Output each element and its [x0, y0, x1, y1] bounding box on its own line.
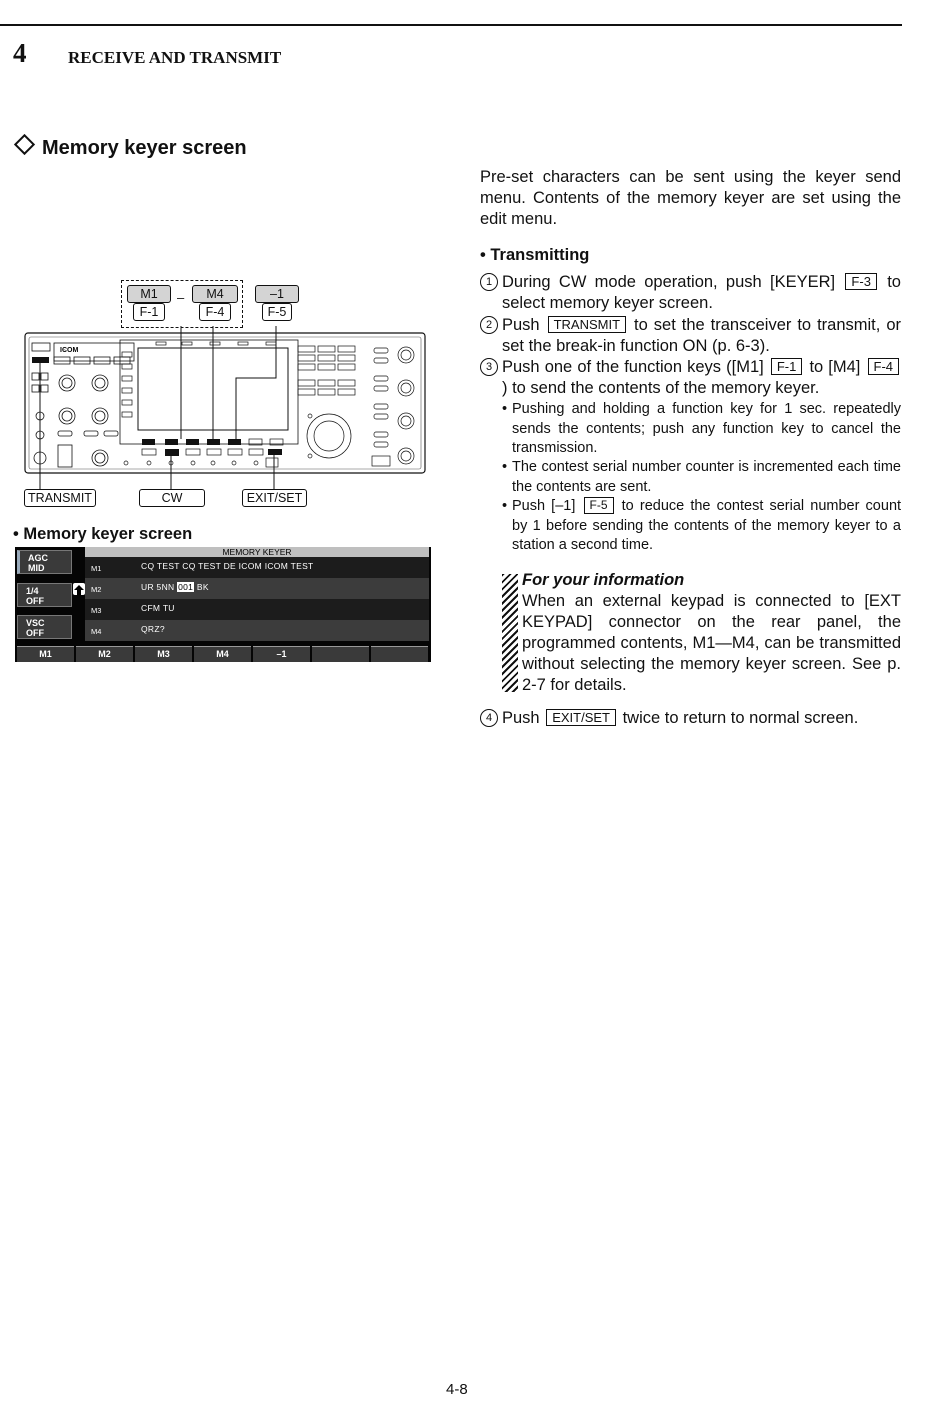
softkey-minus1[interactable]: –1 — [253, 646, 310, 662]
diamond-icon — [13, 133, 36, 156]
quarter-button[interactable]: 1/4 OFF — [17, 583, 72, 607]
bullet-text: The contest serial number counter is inc… — [512, 459, 901, 495]
vsc-button[interactable]: VSC OFF — [17, 615, 72, 639]
screen-caption-text: Memory keyer screen — [23, 525, 193, 543]
top-rule — [0, 24, 902, 26]
step-number: 4 — [480, 709, 498, 727]
fyi-hatch-bar — [502, 574, 518, 692]
page-number: 4-8 — [446, 1381, 468, 1398]
row-text: QRZ? — [141, 624, 165, 634]
callout-f5: F-5 — [262, 303, 292, 321]
fyi-box: For your information When an external ke… — [522, 570, 901, 696]
arrow-up-icon — [73, 583, 85, 595]
row-text-post: BK — [196, 582, 209, 592]
row-label: M2 — [91, 585, 102, 594]
row-text-pre: UR 5NN — [141, 582, 175, 592]
memory-row-m1[interactable]: M1 CQ TEST CQ TEST DE ICOM ICOM TEST — [85, 557, 429, 578]
step-3: 3 Push one of the function keys ([M1] F-… — [480, 357, 901, 399]
callout-m1: M1 — [127, 285, 171, 303]
bullet-reduce: • Push [–1] F-5 to reduce the contest se… — [502, 497, 902, 553]
memory-row-m3[interactable]: M3 CFM TU — [85, 599, 429, 620]
callout-f1: F-1 — [133, 303, 165, 321]
range-dash: – — [177, 290, 185, 305]
callout-exit-set: EXIT/SET — [242, 489, 307, 507]
quarter-label: 1/4 — [26, 586, 39, 596]
softkey-m2[interactable]: M2 — [76, 646, 133, 662]
row-text: CFM TU — [141, 603, 175, 613]
bullet-text: Push [–1] — [512, 498, 576, 514]
screen-title: MEMORY KEYER — [85, 547, 429, 557]
memory-row-m2[interactable]: M2 UR 5NN 001 BK — [85, 578, 429, 599]
step-text: Push — [502, 316, 540, 334]
vsc-label: VSC — [26, 618, 45, 628]
section-title: Memory keyer screen — [13, 133, 247, 160]
quarter-value: OFF — [26, 596, 44, 606]
row-text: UR 5NN 001 BK — [141, 582, 209, 592]
step-text: Push — [502, 709, 540, 727]
step-text: to set the transceiver to transmit, or s… — [502, 316, 901, 355]
agc-value: MID — [28, 563, 45, 573]
vsc-value: OFF — [26, 628, 44, 638]
step-number: 2 — [480, 316, 498, 334]
step-text: twice to return to normal screen. — [622, 709, 859, 727]
step-text: to select memory keyer screen. — [502, 273, 901, 312]
serial-number-highlight: 001 — [177, 582, 195, 592]
key-f5: F-5 — [583, 497, 614, 514]
subheading-text: Transmitting — [490, 246, 590, 264]
fyi-text: When an external keypad is connected to … — [522, 592, 901, 694]
intro-paragraph: Pre-set characters can be sent using the… — [480, 168, 901, 228]
softkey-m4[interactable]: M4 — [194, 646, 251, 662]
chapter-title: RECEIVE AND TRANSMIT — [68, 48, 282, 67]
bullet-text: to reduce the contest serial number coun… — [512, 498, 902, 553]
softkey-blank-6[interactable] — [312, 646, 369, 662]
row-label: M3 — [91, 606, 102, 615]
step-text: to [M4] — [809, 358, 861, 376]
brand-logo: ICOM — [60, 347, 78, 354]
step-4: 4 Push EXIT/SET twice to return to norma… — [480, 708, 901, 729]
key-f4: F-4 — [867, 358, 899, 375]
callout-f4: F-4 — [199, 303, 231, 321]
key-exit-set: EXIT/SET — [546, 709, 616, 726]
chapter-number: 4 — [13, 38, 27, 68]
row-label: M1 — [91, 564, 102, 573]
row-text: CQ TEST CQ TEST DE ICOM ICOM TEST — [141, 561, 314, 571]
softkey-m3[interactable]: M3 — [135, 646, 192, 662]
agc-label: AGC — [28, 553, 48, 563]
bullet-text: Pushing and holding a function key for 1… — [512, 401, 901, 456]
bullet-hold: •Pushing and holding a function key for … — [502, 400, 901, 459]
function-group-dashed-box — [121, 280, 243, 328]
subheading: • Transmitting — [480, 246, 590, 264]
callout-transmit: TRANSMIT — [24, 489, 96, 507]
step-number: 1 — [480, 273, 498, 291]
callout-cw: CW — [139, 489, 205, 507]
step-text: ) to send the contents of the memory key… — [502, 379, 820, 397]
screen-caption: • Memory keyer screen — [13, 525, 193, 543]
bullet-counter: •The contest serial number counter is in… — [502, 458, 901, 497]
svg-text:○: ○ — [62, 348, 66, 354]
step-2: 2 Push TRANSMIT to set the transceiver t… — [480, 315, 901, 357]
agc-button[interactable]: AGC MID — [17, 550, 72, 574]
step-number: 3 — [480, 358, 498, 376]
row-label: M4 — [91, 627, 102, 636]
step-1: 1 During CW mode operation, push [KEYER]… — [480, 272, 901, 314]
fyi-title: For your information — [522, 571, 685, 589]
step-text: During CW mode operation, push [KEYER] — [502, 273, 836, 291]
memory-keyer-screen: AGC MID 1/4 OFF VSC OFF MEMORY KEYER M1 … — [15, 547, 431, 662]
section-title-text: Memory keyer screen — [42, 137, 247, 159]
key-transmit: TRANSMIT — [547, 316, 627, 333]
callout-minus1: –1 — [255, 285, 299, 303]
key-f1: F-1 — [770, 358, 803, 375]
memory-row-m4[interactable]: M4 QRZ? — [85, 620, 429, 641]
key-f3: F-3 — [845, 273, 877, 290]
softkey-blank-7[interactable] — [371, 646, 428, 662]
transceiver-front-panel: ○ ICOM — [24, 326, 426, 490]
callout-m4: M4 — [192, 285, 238, 303]
step-text: Push one of the function keys ([M1] — [502, 358, 764, 376]
softkey-m1[interactable]: M1 — [17, 646, 74, 662]
